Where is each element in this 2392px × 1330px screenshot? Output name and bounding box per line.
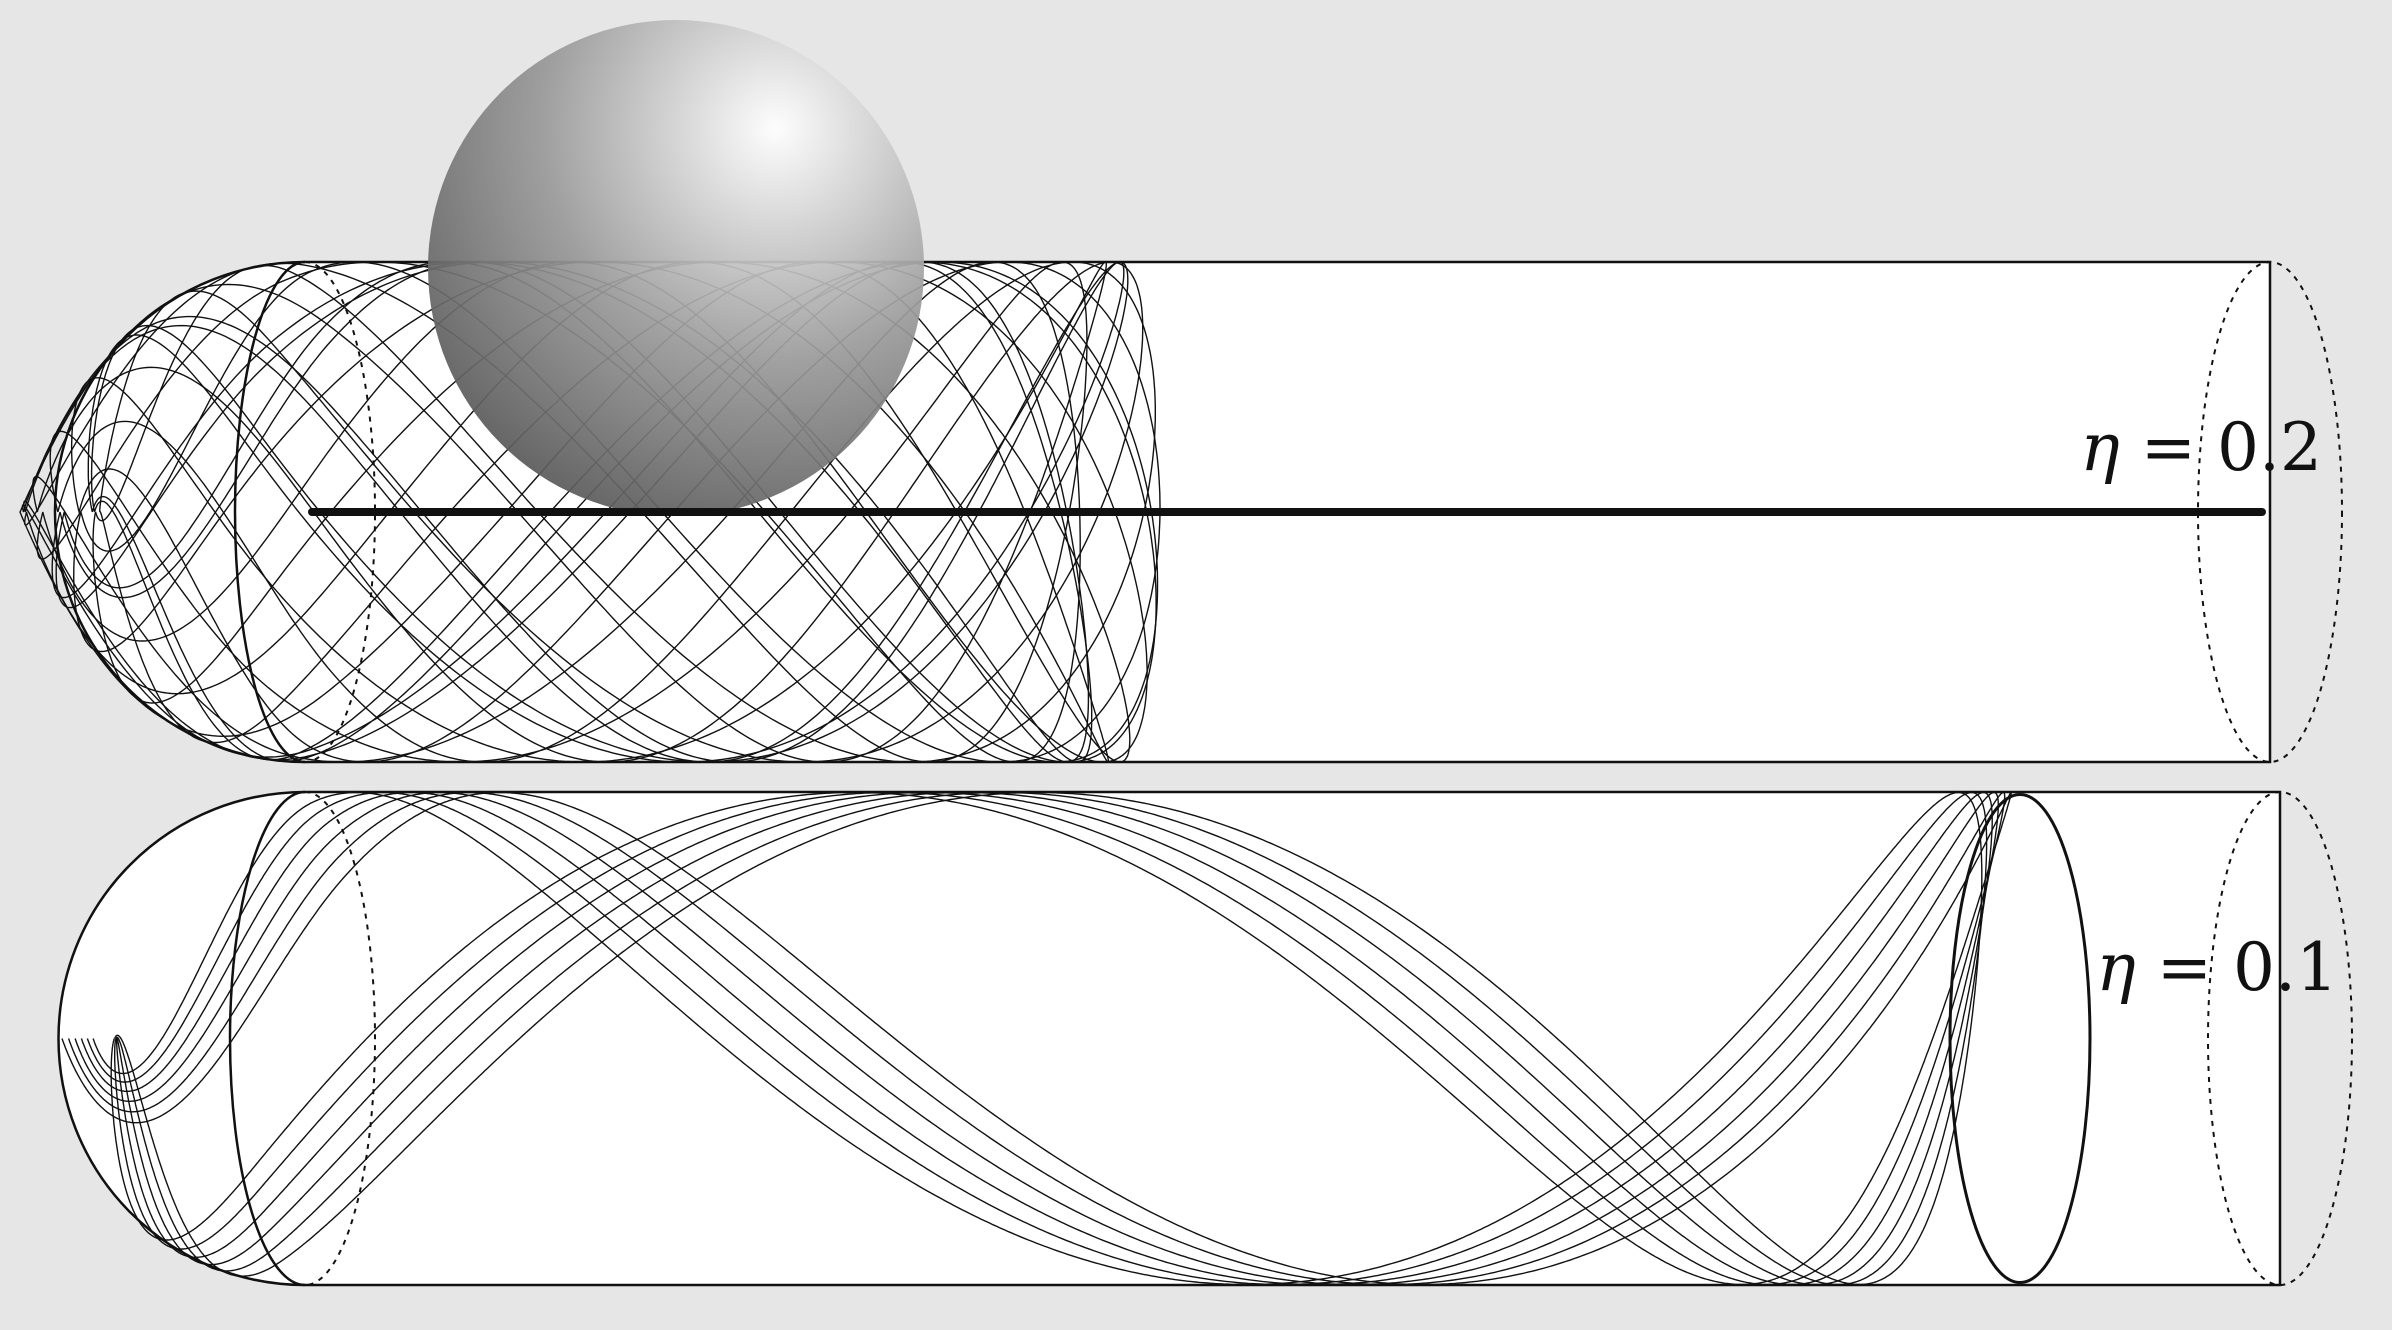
eta-symbol-lower: η — [2096, 929, 2136, 1006]
trajectory-strand — [19, 261, 1161, 763]
trajectory-strand — [32, 261, 1148, 763]
tube-upper: η = 0.2 — [19, 20, 2343, 764]
trajectory-strand — [92, 791, 1983, 1286]
eta-value-upper: = 0.2 — [2120, 409, 2322, 486]
trajectory-lower — [61, 791, 2012, 1286]
tube-lower: η = 0.1 — [57, 790, 2353, 1287]
tube-lower-cap-front-arc — [228, 790, 306, 1287]
tube-upper-cap-front-arc — [233, 260, 306, 764]
tube-lower-body — [57, 790, 2282, 1287]
eta-label-upper: η = 0.2 — [2080, 409, 2322, 486]
trajectory-strand — [21, 261, 1159, 763]
tube-lower-turning-ellipse — [1948, 793, 2092, 1284]
trajectory-strand — [80, 791, 1993, 1286]
trajectory-strand — [86, 791, 1988, 1286]
trajectory-strand — [24, 261, 1156, 763]
eta-symbol-upper: η — [2080, 409, 2120, 486]
tube-upper-end-ellipse — [2197, 261, 2343, 763]
trajectory-upper — [19, 261, 1161, 763]
sphere — [428, 20, 924, 516]
eta-label-lower: η = 0.1 — [2096, 929, 2338, 1006]
tube-lower-cap-back-arc — [304, 791, 376, 1286]
eta-value-lower: = 0.1 — [2136, 929, 2338, 1006]
tube-lower-end-ellipse — [2207, 791, 2353, 1286]
